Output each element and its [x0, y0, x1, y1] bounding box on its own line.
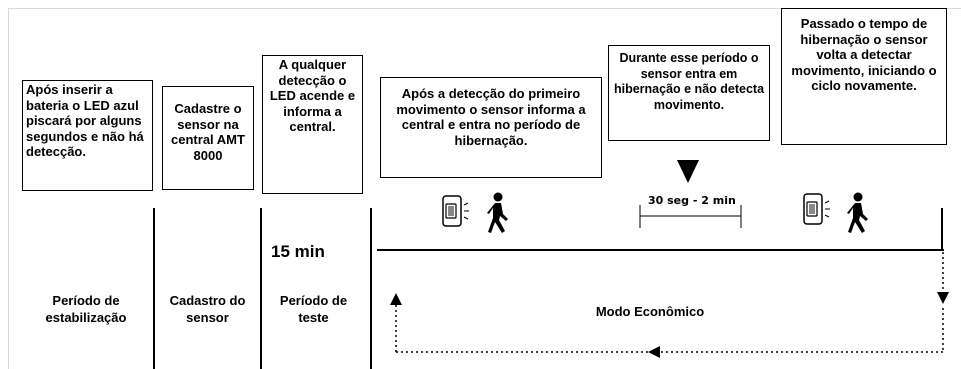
hibernation-time-label: 30 seg - 2 min: [648, 194, 736, 207]
registration-label: Cadastro do sensor: [169, 293, 246, 325]
registration-description-box: Cadastre o sensor na central AMT 8000: [162, 86, 254, 190]
frame-left-border: [8, 8, 9, 369]
registration-description: Cadastre o sensor na central AMT 8000: [171, 101, 245, 163]
stabilization-description-box: Após inserir a bateria o LED azul piscar…: [22, 80, 153, 191]
separator-1: [153, 208, 155, 369]
walking-person-icon: [487, 192, 508, 233]
test-description: A qualquer detecção o LED acende e infor…: [269, 57, 356, 134]
after-hibernation-box: Passado o tempo de hibernação o sensor v…: [781, 8, 947, 145]
motion-sensor-icon: [442, 195, 469, 227]
cycle-arrow-up-icon: [390, 293, 402, 305]
test-duration: 15 min: [271, 242, 325, 261]
frame-top-border: [8, 8, 961, 9]
cycle-return-path: [395, 252, 944, 353]
separator-3: [370, 208, 372, 369]
cycle-arrow-down-icon: [937, 292, 949, 304]
motion-sensor-icon: [803, 193, 830, 225]
stabilization-description: Após inserir a bateria o LED azul piscar…: [26, 82, 144, 159]
hibernation-time-bracket: [639, 205, 742, 228]
cycle-arrow-left-icon: [648, 346, 660, 358]
separator-end: [941, 208, 943, 251]
first-detection-box: Após a detecção do primeiro movimento o …: [380, 77, 602, 178]
after-hibernation-description: Passado o tempo de hibernação o sensor v…: [791, 16, 937, 93]
economy-mode-label: Modo Econômico: [595, 304, 705, 319]
hibernation-box: Durante esse período o sensor entra em h…: [608, 45, 770, 141]
separator-2: [260, 208, 262, 369]
test-description-box: A qualquer detecção o LED acende e infor…: [262, 55, 363, 194]
test-label: Período de teste: [279, 293, 348, 325]
stabilization-label: Período de estabilização: [45, 293, 127, 325]
walking-person-icon: [847, 192, 868, 233]
hibernation-arrow-icon: [677, 160, 699, 183]
hibernation-description: Durante esse período o sensor entra em h…: [613, 51, 765, 112]
first-detection-description: Após a detecção do primeiro movimento o …: [396, 86, 586, 148]
